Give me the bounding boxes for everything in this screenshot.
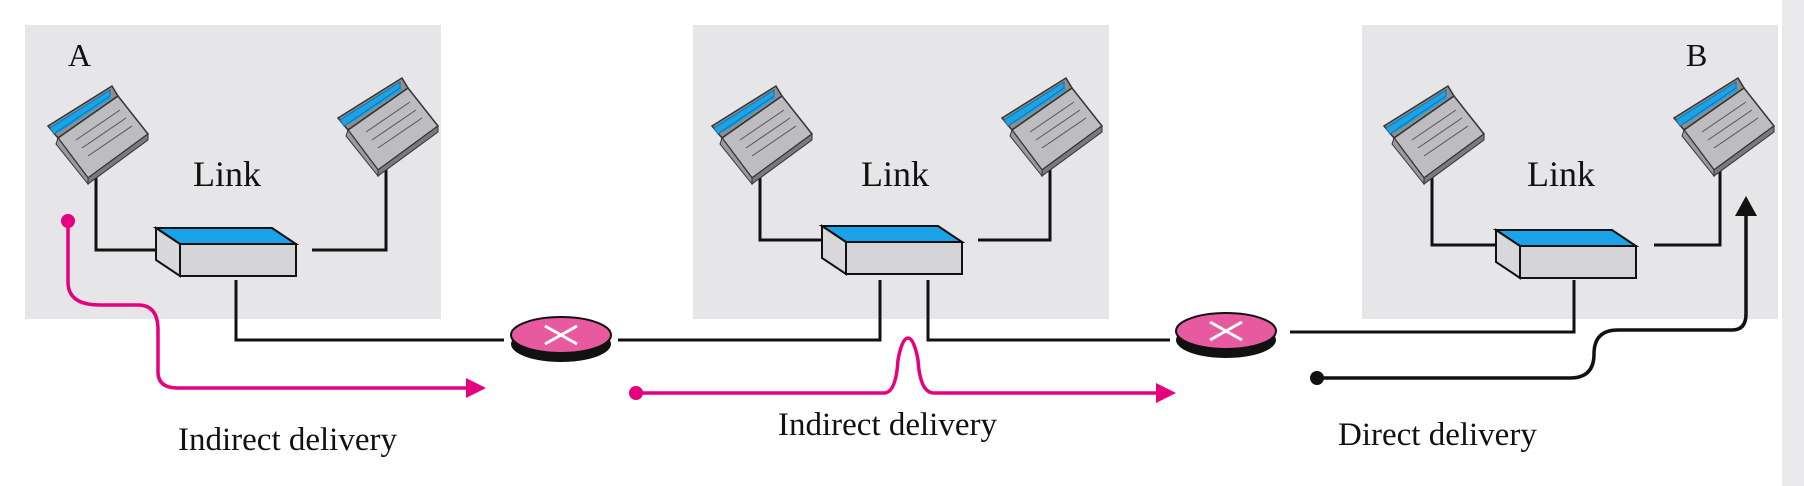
network-3-label: Link — [1527, 154, 1595, 194]
host-b-label: B — [1686, 37, 1707, 73]
network-2-label: Link — [861, 154, 929, 194]
network-1-label: Link — [193, 154, 261, 194]
router-icon — [1174, 311, 1278, 360]
indirect-delivery-path-1 — [61, 214, 486, 398]
direct-delivery-label: Direct delivery — [1338, 417, 1537, 453]
switch-icon — [155, 227, 297, 277]
host-a-label: A — [68, 37, 91, 73]
indirect-delivery-label-2: Indirect delivery — [778, 407, 997, 443]
switch-icon — [1495, 229, 1637, 279]
network-3-cables — [1290, 158, 1722, 334]
indirect-delivery-path-2 — [629, 336, 1176, 403]
router-icon — [509, 315, 613, 364]
switch-icon — [821, 225, 963, 275]
direct-delivery-path — [1310, 196, 1757, 385]
network-1-cables — [94, 158, 504, 342]
network-2-cables — [618, 158, 1170, 342]
indirect-delivery-label-1: Indirect delivery — [178, 422, 397, 458]
page-edge-strip — [1782, 0, 1804, 486]
